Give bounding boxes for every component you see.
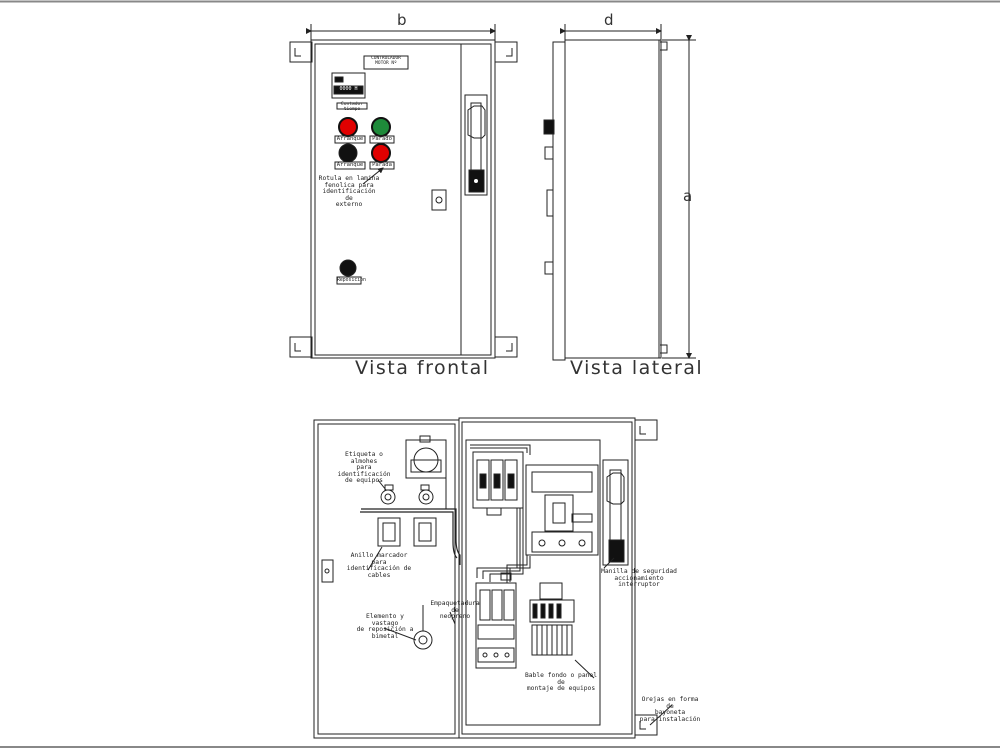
interior-disconnect-handle xyxy=(602,459,629,566)
cable-ring-note: Anillo marcador para identificación de c… xyxy=(346,552,412,579)
button-label-start-1: Arranque xyxy=(336,136,364,142)
interior-view xyxy=(313,417,673,739)
button-red-stop xyxy=(371,143,391,163)
front-cabinet xyxy=(310,39,496,359)
button-green-stop xyxy=(371,117,391,137)
mounting-ear-top-left xyxy=(289,41,313,63)
side-view xyxy=(543,24,696,361)
button-red-start xyxy=(338,117,358,137)
front-view xyxy=(289,24,518,359)
handle-note: Manilla de seguridad accionamiento inter… xyxy=(601,568,677,589)
front-view-title: Vista frontal xyxy=(355,357,490,379)
nameplate-box xyxy=(363,55,409,70)
main-breaker xyxy=(525,464,599,556)
meter-display-text: 0000 H xyxy=(339,86,358,92)
reset-button xyxy=(339,259,357,277)
disconnect-handle xyxy=(464,94,488,196)
door-lock xyxy=(431,189,447,211)
backplate-note: Bable fondo o panel de montaje de equipo… xyxy=(524,672,598,693)
reset-label: Reposición xyxy=(337,278,366,283)
mounting-ear-bottom-left xyxy=(289,336,313,358)
dimension-label-d: d xyxy=(604,11,614,29)
mounting-ear-top-right xyxy=(494,41,518,63)
side-view-title: Vista lateral xyxy=(570,357,704,379)
mounting-ears-note: Orejas en forma de bayoneta para instala… xyxy=(639,696,701,723)
terminal-blocks xyxy=(529,582,575,656)
button-label-start-2: Arranque xyxy=(336,162,364,168)
nameplate-text: CONTROLADOR MOTOR Nº xyxy=(371,56,401,66)
reset-element-note: Elemento y vastago de reposición a bimet… xyxy=(356,613,414,640)
labels-note: Etiqueta o almohes para identificación d… xyxy=(337,451,391,485)
nameplate-note: Rotula en lamina fenolica para identific… xyxy=(318,175,380,209)
side-cabinet xyxy=(564,39,662,359)
button-label-stop-1: Parado xyxy=(372,136,392,142)
dimension-label-b: b xyxy=(397,11,407,29)
mounting-backplate xyxy=(465,439,601,726)
contactor xyxy=(475,572,517,669)
fuse-block xyxy=(472,451,524,516)
button-black-start xyxy=(338,143,358,163)
button-label-stop-2: Parada xyxy=(372,162,392,168)
counter-label: Contador tiempo xyxy=(340,102,364,112)
interior-cabinet xyxy=(458,417,636,739)
cable-gland-note: Empaquetadura de neopreno xyxy=(430,600,480,621)
dimension-label-a: a xyxy=(683,187,693,205)
mounting-ear-bottom-right xyxy=(494,336,518,358)
